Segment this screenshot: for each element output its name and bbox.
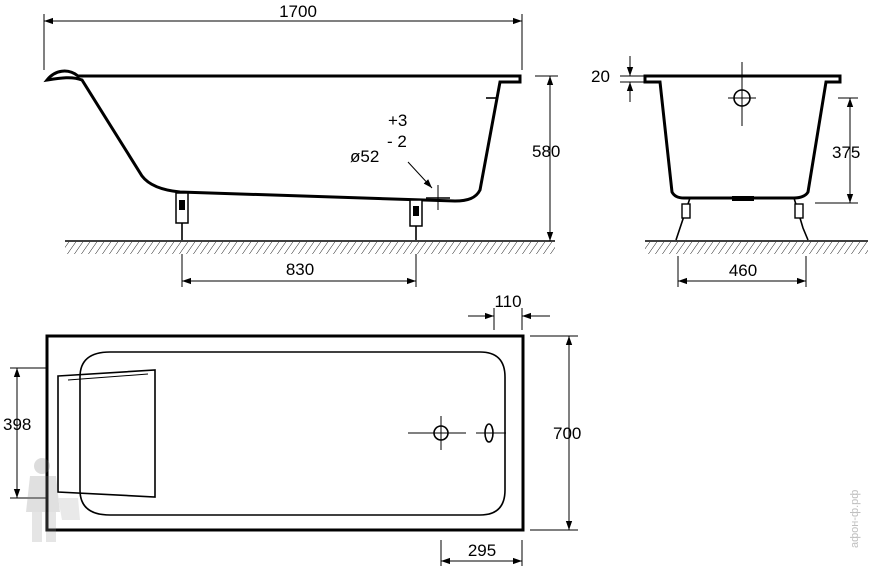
top-drain-circle bbox=[433, 425, 449, 441]
end-view: 20 375 460 bbox=[591, 56, 868, 287]
foot-left-side bbox=[175, 192, 189, 240]
tub-side-outline bbox=[43, 69, 522, 203]
floor-hatch-end bbox=[645, 242, 868, 254]
foot-left-end bbox=[675, 197, 691, 241]
tub-top-basin bbox=[79, 351, 506, 516]
dim-width-label: 700 bbox=[553, 424, 581, 443]
watermark: афон-ф.рф bbox=[26, 458, 861, 548]
dim-drain-position-label: 295 bbox=[468, 541, 496, 560]
drain-tol-minus-label: - 2 bbox=[387, 132, 407, 151]
dim-drain-height-label: 375 bbox=[832, 143, 860, 162]
foot-right-end bbox=[793, 197, 809, 241]
top-overflow-slot bbox=[484, 423, 494, 443]
end-drain-circle bbox=[733, 89, 751, 107]
dim-length-label: 1700 bbox=[279, 2, 317, 21]
backrest-detail-line bbox=[67, 373, 149, 381]
dim-drain-center-label: 398 bbox=[3, 415, 31, 434]
drain-leader-arrow bbox=[407, 161, 433, 189]
plumber-mascot-icon bbox=[26, 458, 80, 542]
drain-diameter-label: ø52 bbox=[350, 147, 379, 166]
drain-tol-plus-label: +3 bbox=[388, 111, 407, 130]
tub-top-outer-rim bbox=[45, 334, 525, 532]
dim-end-feet-spacing-label: 460 bbox=[729, 261, 757, 280]
dim-feet-spacing-label: 830 bbox=[286, 260, 314, 279]
end-drain-outlet bbox=[732, 196, 754, 201]
tub-top-backrest bbox=[57, 369, 156, 498]
foot-right-side bbox=[409, 199, 423, 240]
floor-hatch-side bbox=[65, 242, 555, 254]
dim-rim-thickness-label: 20 bbox=[591, 67, 610, 86]
side-view: 1700 580 830 +3 - 2 ø52 bbox=[43, 2, 560, 287]
watermark-text: афон-ф.рф bbox=[849, 490, 861, 548]
top-view: 110 700 398 295 bbox=[3, 292, 581, 566]
dim-height-label: 580 bbox=[532, 142, 560, 161]
dim-drain-offset-label: 110 bbox=[494, 292, 521, 311]
